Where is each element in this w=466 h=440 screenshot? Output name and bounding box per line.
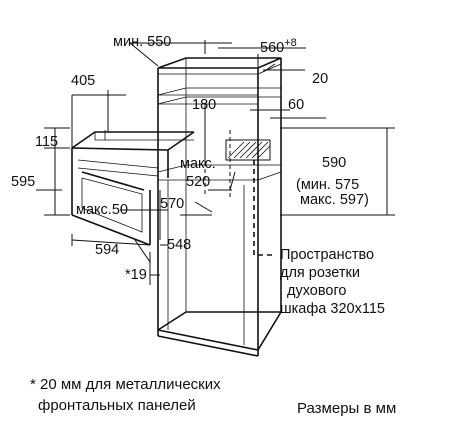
dim-min-550: мин. 550 bbox=[113, 34, 171, 50]
socket-note-line-3: духового bbox=[287, 283, 347, 299]
footnote-line-1: * 20 мм для металлических bbox=[30, 376, 221, 393]
dim-548: 548 bbox=[167, 237, 191, 253]
footnote-line-2: фронтальных панелей bbox=[38, 397, 196, 414]
socket-note-line-1: Пространство bbox=[280, 247, 374, 263]
dim-560-superscript: +8 bbox=[284, 37, 297, 49]
dim-590: 590 bbox=[322, 155, 346, 171]
dim-max-520-value: 520 bbox=[186, 174, 210, 190]
dim-max-50: макс.50 bbox=[76, 202, 128, 218]
socket-note-line-4: шкафа 320x115 bbox=[280, 301, 385, 317]
dim-560: 560 bbox=[260, 40, 284, 56]
units-note: Размеры в мм bbox=[297, 400, 396, 417]
socket-cutout bbox=[225, 139, 271, 161]
dim-595: 595 bbox=[11, 174, 35, 190]
dim-594: 594 bbox=[95, 242, 119, 258]
dim-115: 115 bbox=[35, 134, 58, 150]
dimension-lines bbox=[36, 40, 395, 285]
dim-405: 405 bbox=[71, 73, 95, 89]
dim-20: 20 bbox=[312, 71, 328, 87]
dim-180: 180 bbox=[192, 97, 216, 113]
dim-min-575: (мин. 575 bbox=[296, 177, 359, 193]
dim-max-520-label: макс. bbox=[180, 156, 216, 172]
dim-max-597: макс. 597) bbox=[300, 192, 369, 208]
socket-note-line-2: для розетки bbox=[280, 265, 360, 281]
socket-leader bbox=[253, 160, 275, 256]
oven bbox=[71, 130, 195, 246]
dim-star-19: *19 bbox=[125, 267, 147, 283]
dim-560-plus-8: 560+8 bbox=[260, 37, 297, 56]
dim-60: 60 bbox=[288, 97, 304, 113]
dim-570: 570 bbox=[160, 196, 184, 212]
